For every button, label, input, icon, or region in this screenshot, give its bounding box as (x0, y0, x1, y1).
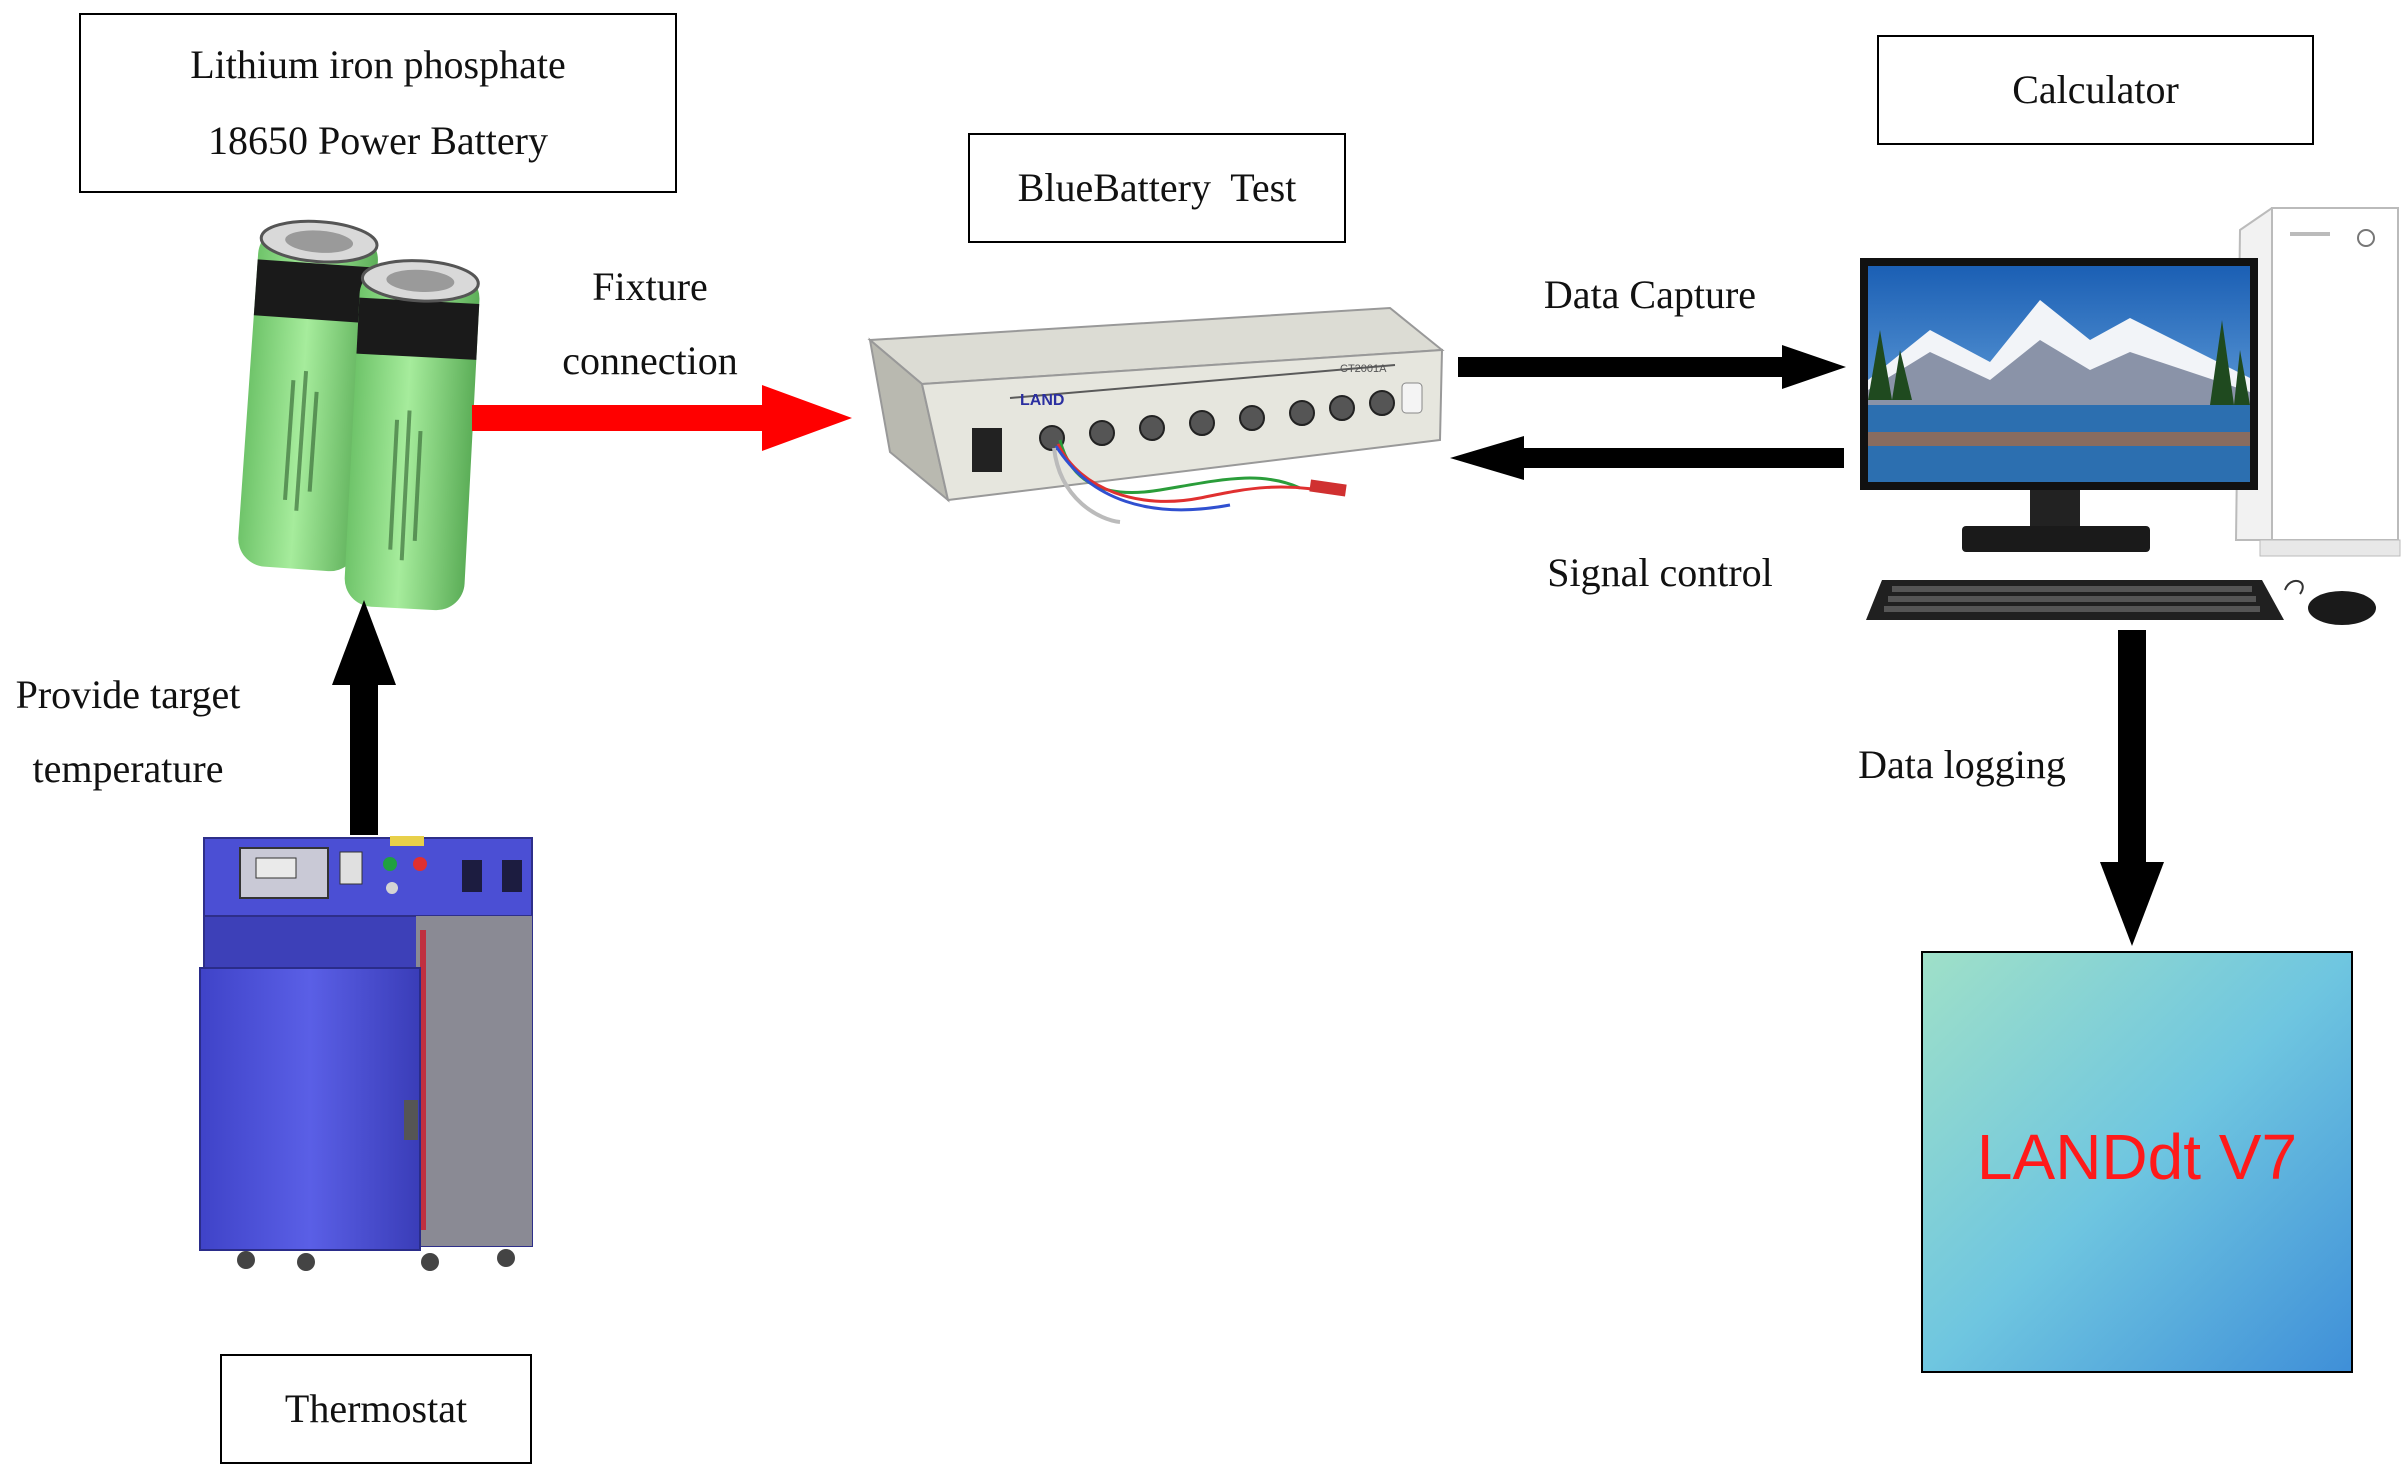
data-capture-label: Data Capture (1480, 258, 1820, 332)
battery-tester-icon: LAND CT2001A (867, 306, 1445, 524)
fixture-connection-label: Fixture connection (510, 250, 790, 398)
tester-title: BlueBattery Test (1017, 165, 1297, 210)
tester-title-box: BlueBattery Test (968, 133, 1346, 243)
fixture-label-line1: Fixture (592, 264, 708, 309)
thermostat-title-box: Thermostat (220, 1354, 532, 1464)
signal-control-label: Signal control (1490, 536, 1830, 610)
thermostat-title: Thermostat (284, 1386, 468, 1431)
battery-title-line2: 18650 Power Battery (208, 118, 548, 163)
fixture-arrow (472, 385, 852, 451)
svg-text:CT2001A: CT2001A (1340, 363, 1387, 375)
signal-control-text: Signal control (1547, 550, 1773, 595)
fixture-label-line2: connection (562, 338, 738, 383)
battery-title-line1: Lithium iron phosphate (190, 42, 566, 87)
provide-label-line1: Provide target (15, 672, 241, 717)
battery-icon (238, 219, 480, 611)
data-logging-text: Data logging (1858, 742, 2066, 787)
software-title: LANDdt V7 (1976, 1121, 2298, 1193)
computer-title: Calculator (2012, 67, 2179, 112)
data-logging-label: Data logging (1820, 728, 2104, 802)
software-box (1921, 951, 2353, 1373)
battery-title-box: Lithium iron phosphate 18650 Power Batte… (79, 13, 677, 193)
computer-title-box: Calculator (1877, 35, 2314, 145)
computer-icon (1860, 207, 2401, 625)
signal-control-arrow (1450, 436, 1844, 480)
provide-temperature-label: Provide target temperature (0, 658, 256, 806)
data-logging-arrow (2100, 630, 2164, 946)
provide-temperature-arrow (332, 600, 396, 835)
data-capture-text: Data Capture (1543, 272, 1757, 317)
provide-label-line2: temperature (32, 746, 224, 791)
thermostat-chamber-icon (199, 836, 533, 1271)
svg-text:LAND: LAND (1020, 392, 1064, 409)
data-capture-arrow (1458, 345, 1846, 389)
